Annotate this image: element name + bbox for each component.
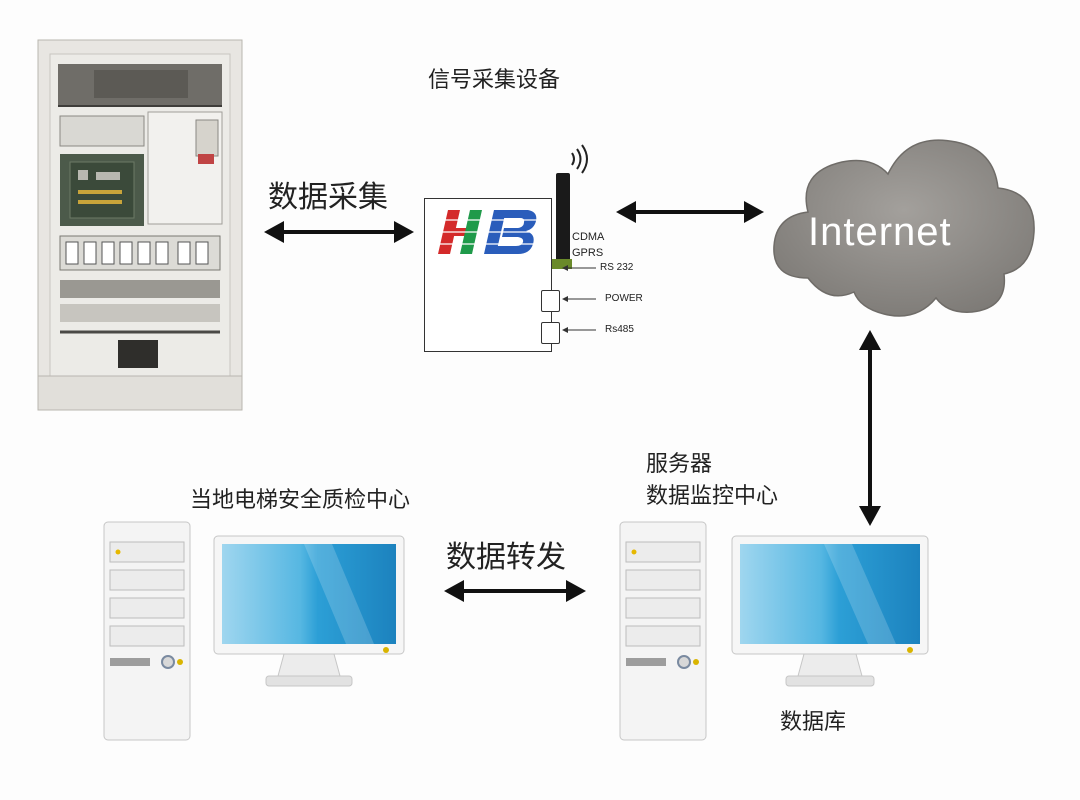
local-center-label: 当地电梯安全质检中心 <box>190 488 411 513</box>
device-internet-double-arrow <box>616 201 764 223</box>
port-rs485-label: Rs485 <box>605 324 634 335</box>
port-rs232-label: RS 232 <box>600 262 634 273</box>
device-title: 信号采集设备 <box>428 68 561 93</box>
server-monitor <box>731 535 929 687</box>
port-pointer-arrows <box>562 265 596 333</box>
data-forward-label: 数据转发 <box>446 540 566 575</box>
server-tower <box>619 521 707 741</box>
internet-server-double-arrow <box>859 330 881 526</box>
server-label: 服务器 <box>646 452 713 477</box>
power-port <box>541 290 560 312</box>
server-monitor-label: 数据监控中心 <box>646 484 779 509</box>
antenna <box>552 144 588 269</box>
elevator-control-cabinet <box>37 39 243 411</box>
internet-label: Internet <box>808 210 952 254</box>
collect-double-arrow <box>264 221 414 243</box>
port-power-label: POWER <box>605 293 643 304</box>
rs485-port <box>541 322 560 344</box>
hb-logo <box>436 210 540 254</box>
local-center-tower <box>103 521 191 741</box>
local-center-monitor <box>213 535 405 687</box>
port-cdma-label: CDMA <box>572 231 605 243</box>
forward-double-arrow <box>444 580 586 602</box>
data-collect-label: 数据采集 <box>268 180 388 215</box>
database-label: 数据库 <box>780 710 847 735</box>
port-gprs-label: GPRS <box>572 247 604 259</box>
internet-cloud-icon <box>773 139 1035 317</box>
